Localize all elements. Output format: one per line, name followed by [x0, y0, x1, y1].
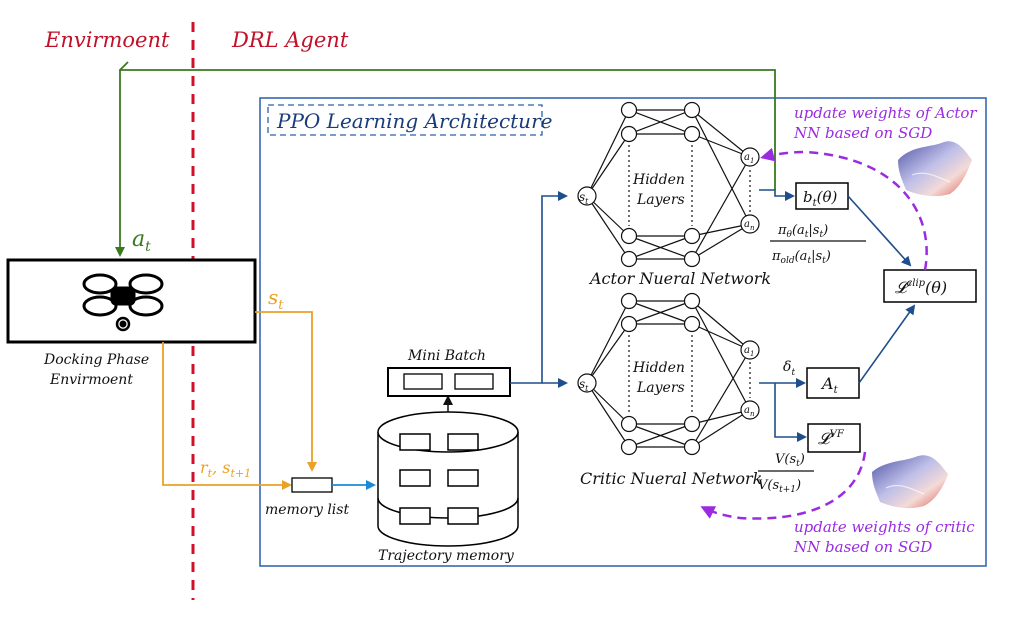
actor-loss-surface-icon	[898, 141, 972, 197]
mini-batch-item-2	[454, 373, 494, 390]
ppo-title-box	[267, 104, 543, 136]
actor-network	[577, 101, 760, 268]
actor-network-title: Actor Nueral Network	[588, 269, 771, 288]
actor-update-note-line1: update weights of Actor	[794, 104, 977, 122]
advantage-box	[806, 367, 860, 399]
actor-input-node-label: st	[579, 190, 589, 206]
ratio-numerator: πθ(at|st)	[777, 223, 828, 240]
advantage-to-clip-arrow	[858, 304, 916, 384]
critic-update-note-line2: NN based on SGD	[793, 538, 932, 556]
actor-hidden-line2: Layers	[636, 192, 685, 208]
ratio-box	[795, 182, 849, 210]
ratio-denominator: πold(at|st)	[771, 249, 831, 266]
actor-update-arc	[760, 147, 928, 271]
delta-label: δt	[783, 359, 795, 378]
critic-output-node-n-label: an	[744, 405, 755, 418]
trajectory-memory-cylinder	[377, 411, 519, 547]
critic-loss-surface-icon	[872, 455, 948, 509]
value-numerator: V(st)	[775, 452, 805, 469]
state-arrow	[255, 311, 317, 472]
value-denominator: V(st+1)	[758, 478, 801, 495]
ratio-box-label: bt(θ)	[803, 188, 838, 209]
critic-to-vf-arrow	[774, 383, 807, 442]
state-signal-label: st	[268, 285, 284, 313]
actor-output-node-n-label: an	[744, 219, 755, 232]
actor-hidden-line1: Hidden	[632, 172, 685, 188]
ppo-title: PPO Learning Architecture	[276, 109, 552, 133]
critic-update-note-line1: update weights of critic	[794, 518, 975, 536]
critic-network	[577, 292, 760, 456]
environment-label: Envirmoent	[44, 28, 170, 52]
vf-loss-box	[807, 423, 861, 453]
action-feedback-arrow	[115, 69, 776, 257]
trajectory-memory-label: Trajectory memory	[378, 548, 515, 564]
reward-signal-label: rt, st+1	[200, 458, 251, 480]
ratio-to-clip-arrow	[847, 195, 912, 267]
actor-update-note-line2: NN based on SGD	[793, 124, 932, 142]
critic-input-node-label: st	[579, 377, 589, 393]
actor-to-ratio-arrow	[759, 189, 795, 201]
critic-output-node-1-label: a1	[744, 345, 754, 358]
environment-caption-line1: Docking Phase	[43, 352, 149, 368]
critic-network-title: Critic Nueral Network	[580, 469, 762, 488]
agent-label: DRL Agent	[231, 28, 349, 52]
mini-batch-item-1	[403, 373, 443, 390]
ppo-architecture-box	[259, 97, 987, 567]
critic-hidden-line2: Layers	[636, 380, 685, 396]
environment-caption-line2: Envirmoent	[49, 372, 133, 388]
batch-to-actor-arrow	[510, 191, 568, 384]
memory-list-label: memory list	[265, 502, 349, 518]
drone-icon	[82, 273, 164, 332]
critic-hidden-line1: Hidden	[632, 360, 685, 376]
advantage-label: At	[820, 374, 839, 396]
action-loop-tip	[119, 61, 129, 71]
memory-list-box	[291, 477, 333, 493]
clip-loss-box	[883, 269, 977, 303]
reward-arrow	[162, 342, 292, 490]
mini-batch-label: Mini Batch	[407, 348, 486, 364]
action-signal-label: at	[132, 227, 151, 255]
actor-output-node-1-label: a1	[744, 152, 754, 165]
critic-update-arc	[700, 451, 867, 520]
